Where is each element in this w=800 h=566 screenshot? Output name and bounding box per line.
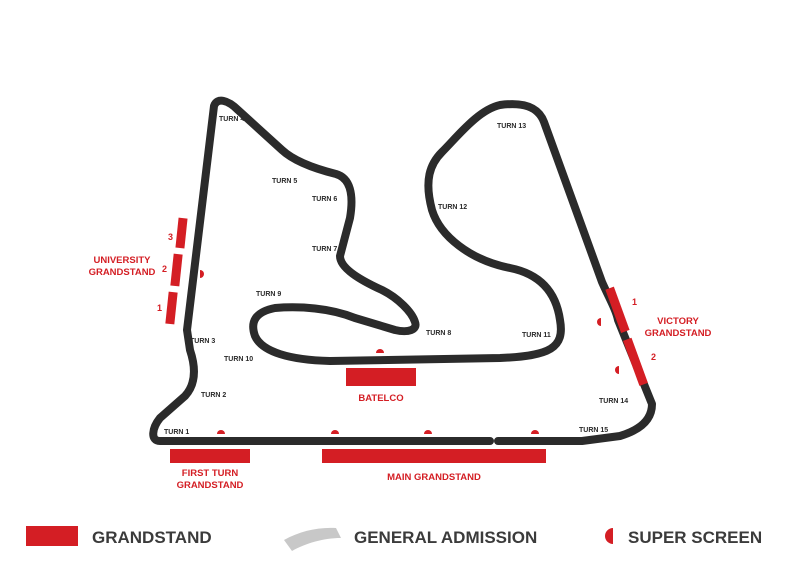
turn-5-label: TURN 5 <box>272 178 297 185</box>
university-grandstand-section-2[interactable] <box>170 253 183 287</box>
turn-2-label: TURN 2 <box>201 392 226 399</box>
victory-section-2-number: 2 <box>651 352 656 362</box>
turn-10-label: TURN 10 <box>224 356 253 363</box>
first-turn-grandstand[interactable] <box>170 449 250 463</box>
turn-11-label: TURN 11 <box>522 332 551 339</box>
turn-9-label: TURN 9 <box>256 291 281 298</box>
turn-13-label: TURN 13 <box>497 123 526 130</box>
legend: GRANDSTAND GENERAL ADMISSION SUPER SCREE… <box>26 526 762 551</box>
first-turn-grandstand-label-line1: FIRST TURN <box>182 468 239 479</box>
legend-grandstand-label: GRANDSTAND <box>92 528 212 547</box>
victory-grandstand-section-2[interactable] <box>623 337 648 386</box>
main-grandstand-label: MAIN GRANDSTAND <box>387 472 481 483</box>
university-grandstand-label-line1: UNIVERSITY <box>93 255 151 266</box>
university-grandstand-section-1[interactable] <box>165 291 178 325</box>
general-admission-swatch <box>284 527 341 551</box>
turn-14-label: TURN 14 <box>599 398 628 405</box>
turn-7-label: TURN 7 <box>312 246 337 253</box>
turn-3-label: TURN 3 <box>190 338 215 345</box>
first-turn-grandstand-label-line2: GRANDSTAND <box>177 480 244 491</box>
university-grandstand-section-3[interactable] <box>175 217 188 249</box>
university-section-1-number: 1 <box>157 303 162 313</box>
main-grandstand[interactable] <box>322 449 546 463</box>
turn-12-label: TURN 12 <box>438 204 467 211</box>
turn-1-label: TURN 1 <box>164 429 189 436</box>
university-section-3-number: 3 <box>168 232 173 242</box>
grandstand-swatch <box>26 526 78 546</box>
university-grandstand-label-line2: GRANDSTAND <box>89 267 156 278</box>
turn-4-label: TURN 4 <box>219 116 244 123</box>
super-screen-icon <box>200 270 204 278</box>
super-screen-icon <box>217 430 225 434</box>
super-screen-icon <box>597 318 601 326</box>
super-screen-icon <box>531 430 539 434</box>
turn-15-label: TURN 15 <box>579 427 608 434</box>
victory-grandstand-section-1[interactable] <box>605 286 630 333</box>
legend-super-screen-label: SUPER SCREEN <box>628 528 762 547</box>
victory-grandstand-label-line2: GRANDSTAND <box>645 328 712 339</box>
batelco-grandstand[interactable] <box>346 368 416 386</box>
super-screen-icon <box>331 430 339 434</box>
batelco-grandstand-label: BATELCO <box>358 393 403 404</box>
turn-8-label: TURN 8 <box>426 330 451 337</box>
victory-grandstand-label-line1: VICTORY <box>657 316 699 327</box>
victory-section-1-number: 1 <box>632 297 637 307</box>
race-track <box>149 96 656 445</box>
university-section-2-number: 2 <box>162 264 167 274</box>
super-screen-icon <box>605 528 613 544</box>
super-screen-icon <box>376 349 384 353</box>
legend-general-admission-label: GENERAL ADMISSION <box>354 528 537 547</box>
super-screen-icon <box>424 430 432 434</box>
super-screen-icon <box>615 366 619 374</box>
turn-6-label: TURN 6 <box>312 196 337 203</box>
